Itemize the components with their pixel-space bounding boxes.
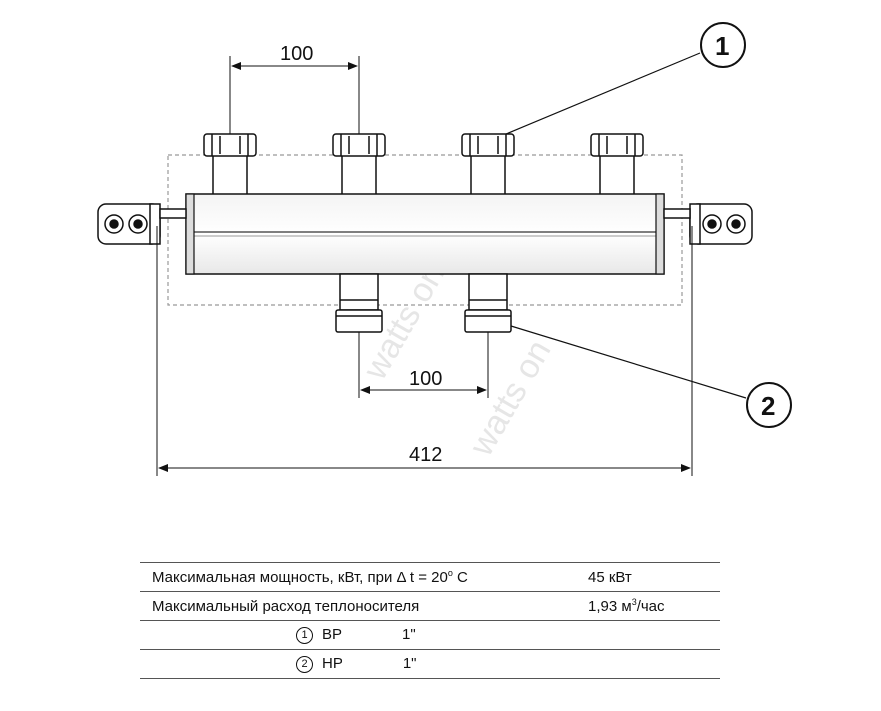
- port-1-number: 1: [296, 626, 313, 644]
- callout-2: [510, 325, 792, 428]
- top-outlet-3: [461, 133, 515, 197]
- callout-2-number: 2: [761, 391, 775, 421]
- port-1-name: ВР: [322, 626, 343, 644]
- top-outlets: [203, 133, 644, 197]
- overall-length-dimension: [156, 226, 693, 476]
- bottom-outlet-2: [464, 273, 512, 333]
- watermark-text-2: watts on: [462, 334, 559, 464]
- top-outlet-1: [203, 133, 257, 197]
- top-outlet-4: [590, 133, 644, 197]
- table-row: Максимальный расход теплоносителя 1,93 м…: [140, 591, 720, 621]
- overall-length-label: 412: [409, 444, 442, 466]
- bottom-spacing-dimension: [358, 332, 489, 398]
- port-2-name: НР: [322, 655, 343, 673]
- top-outlet-2: [332, 133, 386, 197]
- left-bracket: [97, 203, 187, 245]
- table-row: 1 ВР 1": [140, 620, 720, 650]
- table-row: 2 НР 1": [140, 649, 720, 679]
- port-row-2: 2 НР 1": [140, 649, 720, 679]
- table-row: Максимальная мощность, кВт, при Δ t = 20…: [140, 562, 720, 592]
- port-row-1: 1 ВР 1": [140, 620, 720, 650]
- bottom-outlet-1: [335, 273, 383, 333]
- port-1-value: 1": [402, 626, 416, 644]
- port-2-number: 2: [296, 655, 313, 673]
- right-bracket: [663, 203, 753, 245]
- max-flow-label: Максимальный расход теплоносителя: [140, 591, 580, 621]
- manifold-drawing: watts on watts on: [97, 22, 792, 476]
- main-pipe: [185, 193, 665, 275]
- top-spacing-label: 100: [280, 43, 313, 65]
- port-2-value: 1": [402, 655, 417, 673]
- bottom-outlets: [335, 273, 512, 333]
- top-spacing-dimension: [229, 56, 360, 134]
- delta-symbol: Δ: [396, 569, 406, 586]
- callout-1: [505, 22, 746, 135]
- max-power-label: Максимальная мощность, кВт, при Δ t = 20…: [140, 562, 580, 592]
- bottom-spacing-label: 100: [409, 368, 442, 390]
- spec-table: Максимальная мощность, кВт, при Δ t = 20…: [140, 562, 720, 679]
- max-power-value: 45 кВт: [580, 562, 720, 592]
- callout-1-number: 1: [715, 31, 729, 61]
- insulation-outline: [167, 154, 683, 306]
- max-flow-value: 1,93 м3/час: [580, 591, 720, 621]
